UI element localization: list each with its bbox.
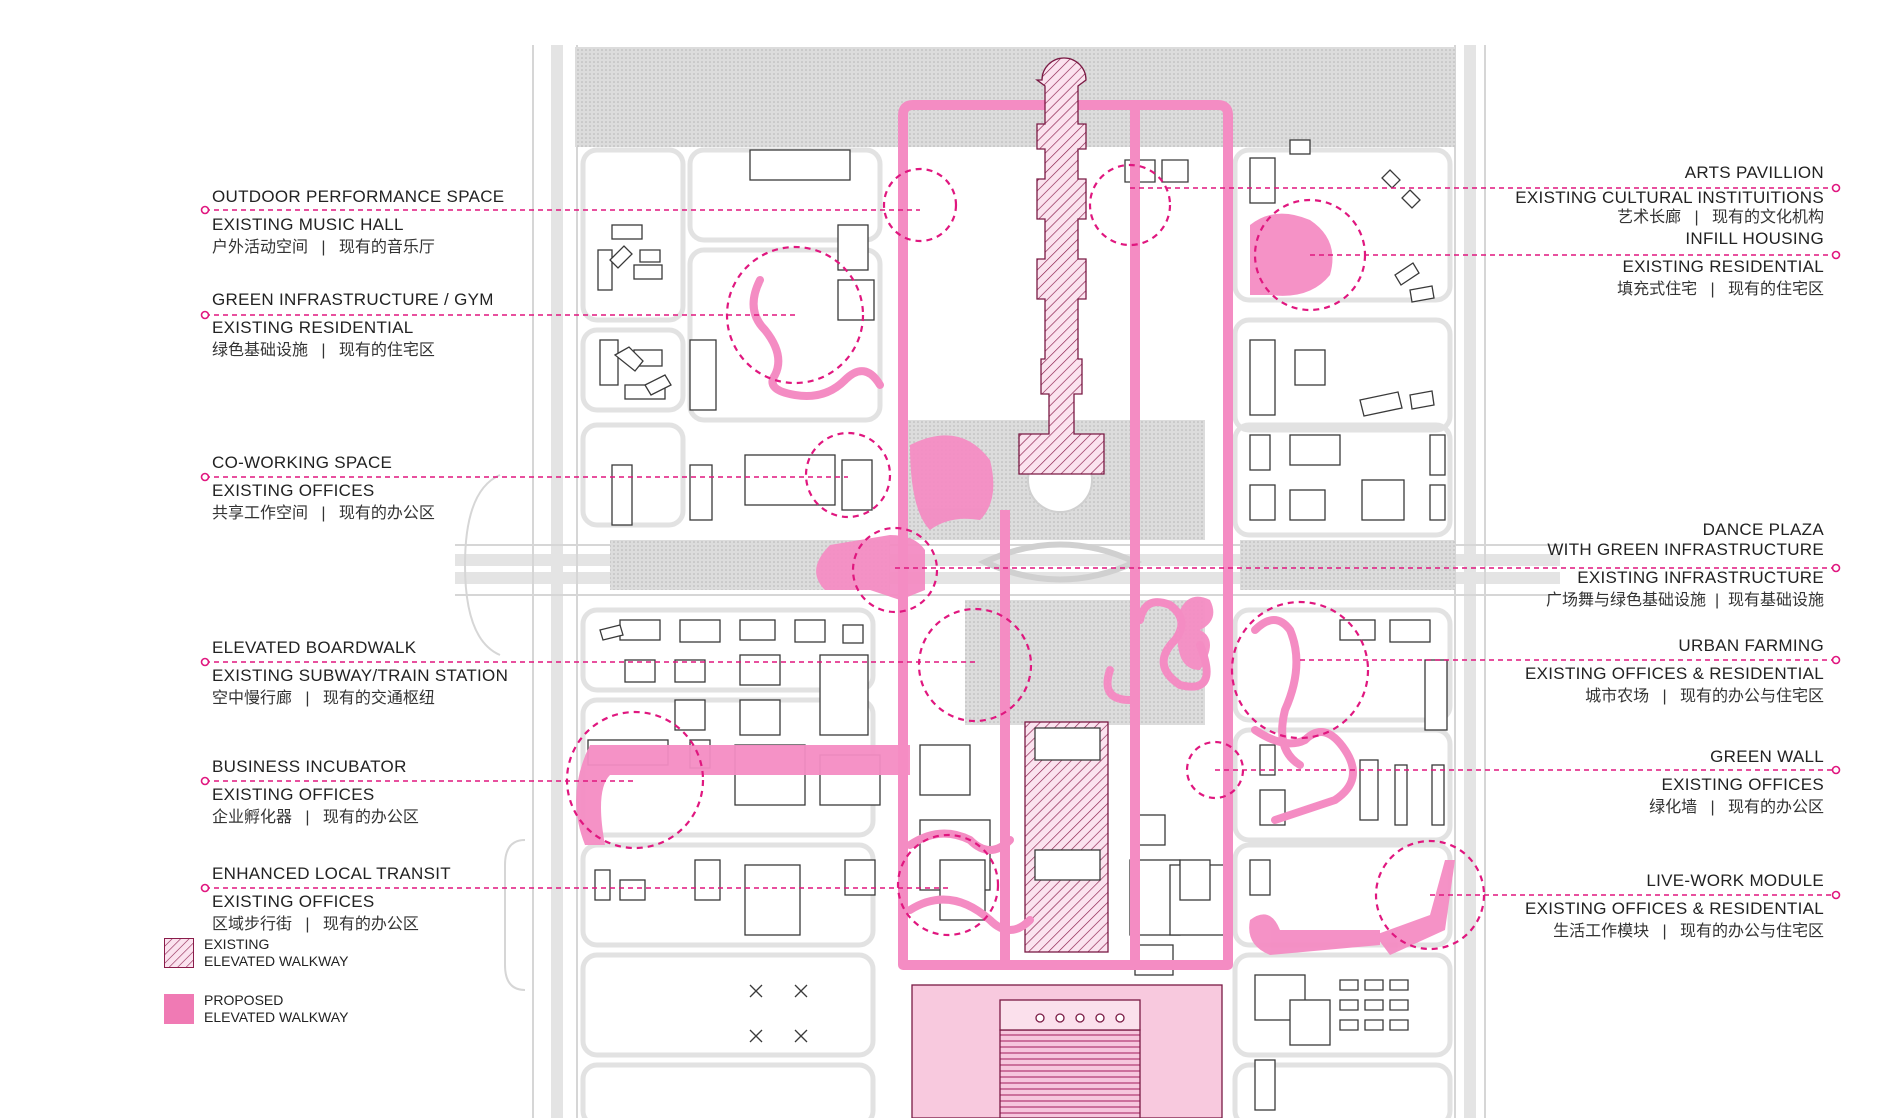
annotation-existing: EXISTING RESIDENTIAL <box>1622 257 1824 276</box>
separator: | <box>1714 592 1720 609</box>
legend-existing-walkway: EXISTING ELEVATED WALKWAY <box>164 936 348 970</box>
annotation-existing: EXISTING OFFICES & RESIDENTIAL <box>1525 664 1824 683</box>
annotation-title: OUTDOOR PERFORMANCE SPACE <box>212 187 505 206</box>
annotation-existing: EXISTING OFFICES <box>212 785 375 804</box>
map-legend: EXISTING ELEVATED WALKWAY PROPOSED ELEVA… <box>164 936 404 1036</box>
annotation-existing: EXISTING INFRASTRUCTURE <box>1577 568 1824 587</box>
annotation-zh-existing: 现有的文化机构 <box>1711 209 1824 226</box>
annotation-business-incubator: BUSINESS INCUBATOR EXISTING OFFICES 企业孵化… <box>212 757 419 828</box>
leader-line-endpoints <box>200 183 1841 900</box>
annotation-zh-new: 广场舞与绿色基础设施 <box>1546 592 1707 609</box>
annotation-zh-new: 艺术长廊 <box>1617 209 1682 226</box>
proposed-walkway-loop <box>898 100 1233 970</box>
separator: | <box>321 239 326 256</box>
annotation-existing: EXISTING OFFICES <box>212 481 375 500</box>
annotation-zh-new: 填充式住宅 <box>1617 281 1698 298</box>
annotation-title-line2: WITH GREEN INFRASTRUCTURE <box>1547 540 1824 559</box>
annotation-existing: EXISTING CULTURAL INSTITUITIONS <box>1515 188 1824 207</box>
separator: | <box>1662 688 1667 705</box>
annotation-zh-new: 绿色基础设施 <box>212 342 309 359</box>
annotation-zh-new: 区域步行街 <box>212 916 293 933</box>
annotation-zh-existing: 现有的住宅区 <box>338 342 435 359</box>
annotation-live-work-module: LIVE-WORK MODULE EXISTING OFFICES & RESI… <box>1525 871 1824 942</box>
legend-hatch-swatch <box>164 938 194 968</box>
annotation-zh-new: 城市农场 <box>1585 688 1650 705</box>
separator: | <box>305 690 310 707</box>
separator: | <box>321 505 326 522</box>
annotation-title: INFILL HOUSING <box>1685 229 1824 248</box>
annotation-elevated-boardwalk: ELEVATED BOARDWALK EXISTING SUBWAY/TRAIN… <box>212 638 508 709</box>
annotation-title: GREEN WALL <box>1710 747 1824 766</box>
annotation-zh-existing: 现有的住宅区 <box>1727 281 1824 298</box>
annotation-enhanced-local-transit: ENHANCED LOCAL TRANSIT EXISTING OFFICES … <box>212 864 451 935</box>
annotation-zh-existing: 现有的办公与住宅区 <box>1679 688 1824 705</box>
separator: | <box>1662 923 1667 940</box>
annotation-zh-existing: 现有的办公区 <box>322 809 419 826</box>
annotation-zh-existing: 现有的办公区 <box>1727 799 1824 816</box>
annotation-arts-pavillion: ARTS PAVILLION EXISTING CULTURAL INSTITU… <box>1515 163 1824 228</box>
annotation-green-infrastructure-gym: GREEN INFRASTRUCTURE / GYM EXISTING RESI… <box>212 290 494 361</box>
south-station <box>911 984 1223 1118</box>
annotation-title: ELEVATED BOARDWALK <box>212 638 417 657</box>
legend-proposed-line2: ELEVATED WALKWAY <box>204 1009 349 1025</box>
annotation-title: GREEN INFRASTRUCTURE / GYM <box>212 290 494 309</box>
legend-existing-line1: EXISTING <box>204 936 270 952</box>
annotation-dance-plaza: DANCE PLAZA WITH GREEN INFRASTRUCTURE EX… <box>1546 520 1824 611</box>
annotation-zh-new: 户外活动空间 <box>212 239 309 256</box>
proposed-walkway-paths <box>749 276 1357 934</box>
legend-proposed-line1: PROPOSED <box>204 992 284 1008</box>
legend-solid-swatch <box>164 994 194 1024</box>
annotation-zh-new: 绿化墙 <box>1649 799 1698 816</box>
annotation-green-wall: GREEN WALL EXISTING OFFICES 绿化墙 | 现有的办公区 <box>1649 747 1824 818</box>
annotation-existing: EXISTING OFFICES & RESIDENTIAL <box>1525 899 1824 918</box>
annotation-zh-new: 企业孵化器 <box>212 809 293 826</box>
annotation-zh-new: 共享工作空间 <box>212 505 309 522</box>
separator: | <box>305 809 310 826</box>
annotation-zh-existing: 现有的音乐厅 <box>338 239 435 256</box>
separator: | <box>305 916 310 933</box>
separator: | <box>1694 209 1699 226</box>
annotation-zh-existing: 现有的交通枢纽 <box>322 690 435 707</box>
annotation-zh-existing: 现有基础设施 <box>1727 592 1824 609</box>
annotation-co-working: CO-WORKING SPACE EXISTING OFFICES 共享工作空间… <box>212 453 435 524</box>
proposed-walkway-areas <box>576 213 1455 955</box>
annotation-urban-farming: URBAN FARMING EXISTING OFFICES & RESIDEN… <box>1525 636 1824 707</box>
annotation-zh-new: 生活工作模块 <box>1553 923 1650 940</box>
leader-lines <box>205 187 1836 896</box>
station-box-mid <box>1034 849 1101 881</box>
separator: | <box>1710 799 1715 816</box>
annotation-existing: EXISTING SUBWAY/TRAIN STATION <box>212 666 509 685</box>
east-green <box>1240 540 1455 590</box>
annotation-zh-existing: 现有的办公区 <box>322 916 419 933</box>
separator: | <box>321 342 326 359</box>
annotation-zh-existing: 现有的办公与住宅区 <box>1679 923 1824 940</box>
annotation-title: LIVE-WORK MODULE <box>1646 871 1824 890</box>
separator: | <box>1710 281 1715 298</box>
annotation-existing: EXISTING OFFICES <box>212 892 375 911</box>
annotation-infill-housing: INFILL HOUSING EXISTING RESIDENTIAL 填充式住… <box>1617 229 1824 300</box>
annotation-zh-new: 空中慢行廊 <box>212 690 293 707</box>
annotation-existing: EXISTING MUSIC HALL <box>212 215 404 234</box>
annotation-title: DANCE PLAZA <box>1702 520 1824 539</box>
annotation-existing: EXISTING RESIDENTIAL <box>212 318 414 337</box>
north-park <box>575 47 1455 147</box>
annotation-title: URBAN FARMING <box>1678 636 1824 655</box>
annotation-title: CO-WORKING SPACE <box>212 453 393 472</box>
annotation-existing: EXISTING OFFICES <box>1661 775 1824 794</box>
station-box-top <box>1034 727 1101 761</box>
annotation-title: BUSINESS INCUBATOR <box>212 757 407 776</box>
annotation-title: ARTS PAVILLION <box>1684 163 1824 182</box>
legend-proposed-walkway: PROPOSED ELEVATED WALKWAY <box>164 992 348 1026</box>
annotation-zh-existing: 现有的办公区 <box>338 505 435 522</box>
annotation-outdoor-performance: OUTDOOR PERFORMANCE SPACE EXISTING MUSIC… <box>212 187 504 258</box>
annotation-title: ENHANCED LOCAL TRANSIT <box>212 864 451 883</box>
legend-existing-line2: ELEVATED WALKWAY <box>204 953 349 969</box>
